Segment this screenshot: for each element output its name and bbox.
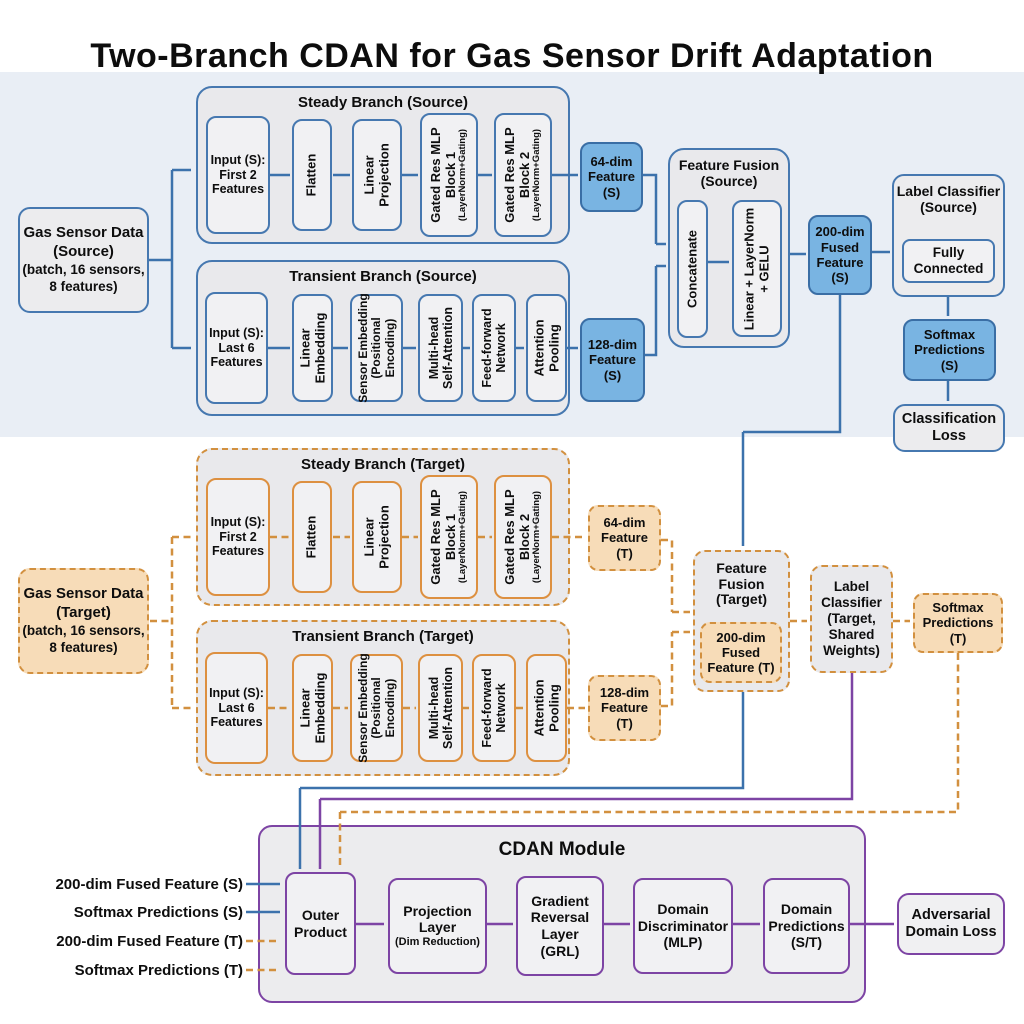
- gas-target-name: Gas Sensor Data: [23, 585, 144, 603]
- steady-source-input: Input (S): First 2 Features: [206, 116, 270, 234]
- feature-fusion-target-title: Feature Fusion (Target): [715, 560, 768, 608]
- gas-source-shape: (batch, 16 sensors, 8 features): [22, 261, 145, 294]
- label-classifier-source-title: Label Classifier (Source): [896, 183, 1001, 215]
- feature-128-target: 128-dim Feature (T): [588, 675, 661, 741]
- gas-source-name: Gas Sensor Data: [23, 224, 144, 242]
- steady-target-flatten: Flatten: [292, 481, 332, 593]
- fused-200-source: 200-dim Fused Feature (S): [808, 215, 872, 295]
- transient-target-sensor-embedding: Sensor Embedding (Positional Encoding): [350, 653, 403, 763]
- domain-discriminator: Domain Discriminator (MLP): [633, 878, 733, 974]
- transient-target-multi-head: Multi-head Self-Attention: [418, 654, 463, 762]
- label-classifier-target: Label Classifier (Target, Shared Weights…: [810, 565, 893, 673]
- fusion-source-concatenate: Concatenate: [677, 200, 708, 338]
- cdan-input-label-softmax-s: Softmax Predictions (S): [73, 904, 243, 921]
- gas-sensor-data-target: Gas Sensor Data (Target) (batch, 16 sens…: [18, 568, 149, 674]
- gas-target-shape: (batch, 16 sensors, 8 features): [22, 622, 145, 655]
- feature-64-target: 64-dim Feature (T): [588, 505, 661, 571]
- transient-source-multi-head: Multi-head Self-Attention: [418, 294, 463, 402]
- feature-128-source: 128-dim Feature (S): [580, 318, 645, 402]
- transient-target-input: Input (S): Last 6 Features: [205, 652, 268, 764]
- transient-source-linear-embedding: Linear Embedding: [292, 294, 333, 402]
- classification-loss: Classification Loss: [893, 404, 1005, 452]
- steady-source-gated-block-1: Gated Res MLP Block 1(LayerNorm+Gating): [420, 113, 478, 237]
- steady-target-input: Input (S): First 2 Features: [206, 478, 270, 596]
- fully-connected: Fully Connected: [902, 239, 995, 283]
- fused-200-target: 200-dim Fused Feature (T): [700, 622, 782, 683]
- steady-target-gated-block-2: Gated Res MLP Block 2(LayerNorm+Gating): [494, 475, 552, 599]
- adversarial-domain-loss: Adversarial Domain Loss: [897, 893, 1005, 955]
- cdan-module-title: CDAN Module: [498, 839, 626, 860]
- outer-product: Outer Product: [285, 872, 356, 975]
- steady-source-linear-projection: Linear Projection: [352, 119, 402, 231]
- transient-source-input: Input (S): Last 6 Features: [205, 292, 268, 404]
- transient-target-feed-forward: Feed-forward Network: [472, 654, 516, 762]
- fusion-source-linear-gelu: Linear + LayerNorm + GELU: [732, 200, 782, 337]
- cdan-input-label-fused-s: 200-dim Fused Feature (S): [55, 876, 243, 893]
- transient-source-feed-forward: Feed-forward Network: [472, 294, 516, 402]
- steady-source-gated-block-2: Gated Res MLP Block 2(LayerNorm+Gating): [494, 113, 552, 237]
- transient-target-linear-embedding: Linear Embedding: [292, 654, 333, 762]
- cdan-input-label-softmax-t: Softmax Predictions (T): [74, 962, 243, 979]
- steady-branch-source-title: Steady Branch (Source): [297, 94, 469, 111]
- transient-source-attention-pooling: Attention Pooling: [526, 294, 567, 402]
- cdan-input-label-fused-t: 200-dim Fused Feature (T): [56, 933, 243, 950]
- gas-target-scope: (Target): [56, 604, 111, 622]
- transient-source-sensor-embedding: Sensor Embedding (Positional Encoding): [350, 293, 403, 403]
- steady-branch-target-title: Steady Branch (Target): [301, 456, 465, 473]
- feature-64-source: 64-dim Feature (S): [580, 142, 643, 212]
- transient-branch-target-title: Transient Branch (Target): [292, 628, 474, 645]
- page-title: Two-Branch CDAN for Gas Sensor Drift Ada…: [90, 36, 934, 75]
- gas-sensor-data-source: Gas Sensor Data (Source) (batch, 16 sens…: [18, 207, 149, 313]
- feature-fusion-source-title: Feature Fusion (Source): [678, 157, 780, 189]
- softmax-predictions-target: Softmax Predictions (T): [913, 593, 1003, 653]
- gas-source-scope: (Source): [53, 243, 114, 261]
- projection-layer: Projection Layer(Dim Reduction): [388, 878, 487, 974]
- steady-target-gated-block-1: Gated Res MLP Block 1(LayerNorm+Gating): [420, 475, 478, 599]
- domain-predictions: Domain Predictions (S/T): [763, 878, 850, 974]
- steady-target-linear-projection: Linear Projection: [352, 481, 402, 593]
- softmax-predictions-source: Softmax Predictions (S): [903, 319, 996, 381]
- transient-branch-source-title: Transient Branch (Source): [289, 268, 477, 285]
- steady-source-flatten: Flatten: [292, 119, 332, 231]
- gradient-reversal-layer: Gradient Reversal Layer (GRL): [516, 876, 604, 976]
- transient-target-attention-pooling: Attention Pooling: [526, 654, 567, 762]
